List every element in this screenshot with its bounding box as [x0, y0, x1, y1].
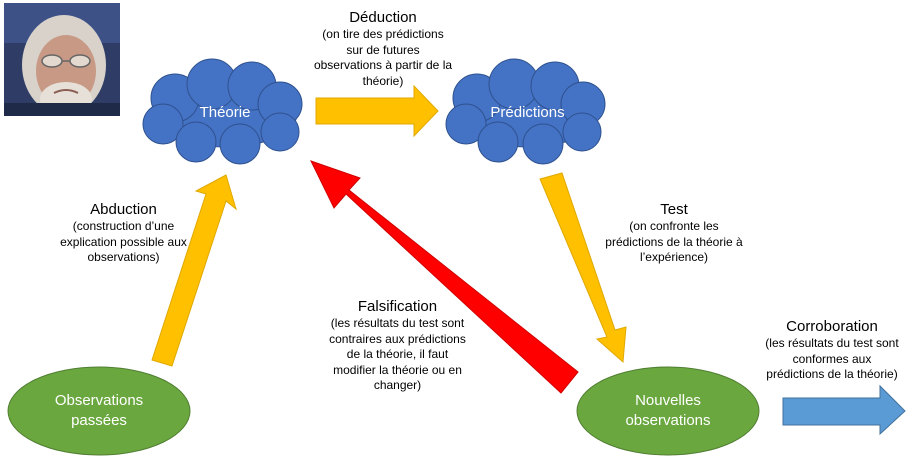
theorie-label: Théorie: [199, 104, 251, 121]
observations-passees-ellipse: [7, 366, 191, 456]
corroboration-title: Corroboration: [786, 318, 878, 335]
falsification-label: Falsification (les résultats du test son…: [305, 298, 490, 394]
abduction-arrow: [151, 174, 237, 367]
abduction-title: Abduction: [90, 201, 157, 218]
deduction-title: Déduction: [349, 9, 417, 26]
abduction-description: (construction d’une explication possible…: [60, 219, 187, 264]
theorie-cloud: [142, 58, 303, 165]
abduction-label: Abduction (construction d’une explicatio…: [36, 201, 211, 266]
observations-passees-label: Observations passées: [54, 392, 144, 429]
deduction-arrow: [315, 84, 439, 138]
nouvelles-observations-label: Nouvelles observations: [625, 392, 711, 429]
deduction-description: (on tire des prédictions sur de futures …: [313, 27, 453, 88]
corroboration-label: Corroboration (les résultats du test son…: [752, 318, 912, 383]
corroboration-description: (les résultats du test sont conformes au…: [765, 336, 899, 381]
corroboration-arrow: [782, 384, 906, 436]
test-description: (on confronte les prédictions de la théo…: [605, 219, 743, 264]
falsification-title: Falsification: [357, 298, 438, 315]
deduction-label: Déduction (on tire des prédictions sur d…: [288, 9, 478, 89]
nouvelles-observations-ellipse: [576, 366, 760, 456]
portrait-photo: [4, 3, 120, 116]
test-label: Test (on confronte les prédictions de la…: [585, 201, 763, 266]
falsification-description: (les résultats du test sont contraires a…: [329, 316, 466, 392]
test-title: Test: [660, 201, 688, 218]
test-arrow: [539, 172, 627, 364]
falsification-arrow: [310, 160, 579, 394]
predictions-cloud: [445, 58, 606, 165]
predictions-label: Prédictions: [490, 104, 565, 121]
